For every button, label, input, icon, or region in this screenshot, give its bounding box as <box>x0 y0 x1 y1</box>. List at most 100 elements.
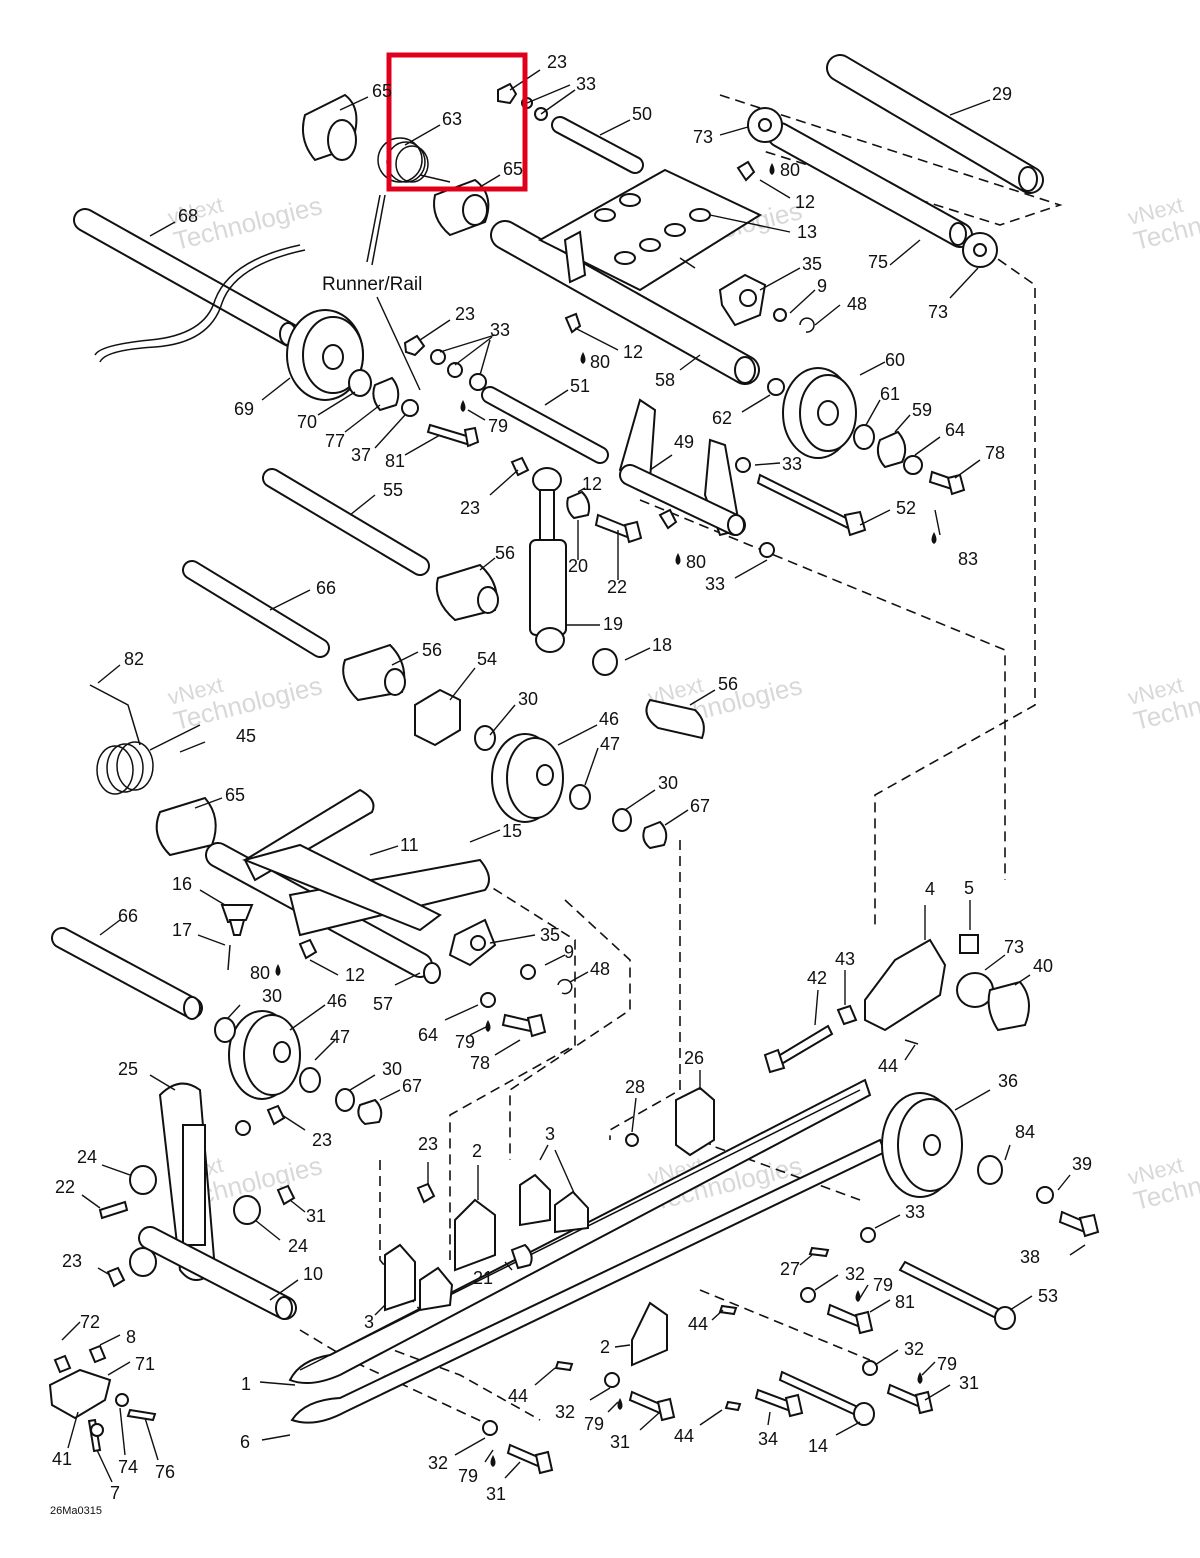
callout-2: 2 <box>600 1337 610 1357</box>
callout-44: 44 <box>878 1056 898 1076</box>
callout-30: 30 <box>262 986 282 1006</box>
callout-80: 80 <box>686 552 706 572</box>
callout-51: 51 <box>570 376 590 396</box>
callout-79: 79 <box>488 416 508 436</box>
callout-75: 75 <box>868 252 888 272</box>
callout-46: 46 <box>327 991 347 1011</box>
callout-28: 28 <box>625 1077 645 1097</box>
callout-35: 35 <box>802 254 822 274</box>
callout-58: 58 <box>655 370 675 390</box>
callout-49: 49 <box>674 432 694 452</box>
callout-73: 73 <box>928 302 948 322</box>
callout-21: 21 <box>473 1268 493 1288</box>
callout-24: 24 <box>77 1147 97 1167</box>
callout-22: 22 <box>55 1177 75 1197</box>
drop-icon <box>275 964 281 976</box>
part-75-tube <box>767 122 973 248</box>
drop-icon <box>460 400 466 412</box>
callout-23: 23 <box>547 52 567 72</box>
callout-81: 81 <box>385 451 405 471</box>
callout-81: 81 <box>895 1292 915 1312</box>
drop-icon <box>769 163 775 175</box>
part-19-shock <box>529 467 567 653</box>
callout-84: 84 <box>1015 1122 1035 1142</box>
callout-80: 80 <box>590 352 610 372</box>
drop-icon <box>617 1398 623 1410</box>
callout-53: 53 <box>1038 1286 1058 1306</box>
part-46-wheel <box>228 1010 301 1100</box>
callout-23: 23 <box>455 304 475 324</box>
callout-60: 60 <box>885 350 905 370</box>
callout-31: 31 <box>610 1432 630 1452</box>
callout-68: 68 <box>178 206 198 226</box>
callout-10: 10 <box>303 1264 323 1284</box>
part-58-arm <box>490 168 763 385</box>
callout-19: 19 <box>603 614 623 634</box>
callout-30: 30 <box>518 689 538 709</box>
callout-65: 65 <box>372 81 392 101</box>
callout-33: 33 <box>705 574 725 594</box>
callout-16: 16 <box>172 874 192 894</box>
part-25-frame <box>158 1082 217 1281</box>
callout-48: 48 <box>847 294 867 314</box>
callout-46: 46 <box>599 709 619 729</box>
callout-79: 79 <box>458 1466 478 1486</box>
callout-32: 32 <box>845 1264 865 1284</box>
callout-35: 35 <box>540 925 560 945</box>
callout-72: 72 <box>80 1312 100 1332</box>
leader-lines <box>61 69 1086 1483</box>
callout-38: 38 <box>1020 1247 1040 1267</box>
callout-13: 13 <box>797 222 817 242</box>
callout-59: 59 <box>912 400 932 420</box>
part-11-swingarm <box>205 788 490 984</box>
callout-3: 3 <box>545 1124 555 1144</box>
callout-82: 82 <box>124 649 144 669</box>
callout-76: 76 <box>155 1462 175 1482</box>
callout-48: 48 <box>590 959 610 979</box>
drop-icon <box>855 1290 861 1302</box>
callout-1: 1 <box>241 1374 251 1394</box>
drop-icon <box>675 553 681 565</box>
callout-78: 78 <box>470 1053 490 1073</box>
parts <box>48 54 1100 1475</box>
callout-83: 83 <box>958 549 978 569</box>
callout-79: 79 <box>873 1275 893 1295</box>
callout-12: 12 <box>623 342 643 362</box>
drop-icon <box>490 1455 496 1467</box>
callout-23: 23 <box>312 1130 332 1150</box>
part-46-wheel <box>491 733 564 823</box>
callout-44: 44 <box>688 1314 708 1334</box>
callout-31: 31 <box>486 1484 506 1504</box>
part-1-rail <box>288 1078 872 1385</box>
callout-47: 47 <box>600 734 620 754</box>
callout-15: 15 <box>502 821 522 841</box>
callout-63: 63 <box>442 109 462 129</box>
callout-73: 73 <box>1004 937 1024 957</box>
callout-33: 33 <box>905 1202 925 1222</box>
callout-8: 8 <box>126 1327 136 1347</box>
callout-52: 52 <box>896 498 916 518</box>
part-49-arm <box>618 398 746 537</box>
callout-54: 54 <box>477 649 497 669</box>
callout-33: 33 <box>576 74 596 94</box>
callout-17: 17 <box>172 920 192 940</box>
callout-50: 50 <box>632 104 652 124</box>
callout-65: 65 <box>503 159 523 179</box>
callout-56: 56 <box>718 674 738 694</box>
callout-73: 73 <box>693 127 713 147</box>
callout-74: 74 <box>118 1457 138 1477</box>
callout-33: 33 <box>490 320 510 340</box>
callout-56: 56 <box>495 543 515 563</box>
callout-79: 79 <box>937 1354 957 1374</box>
callout-43: 43 <box>835 949 855 969</box>
part-36-wheel <box>881 1092 963 1198</box>
callout-12: 12 <box>795 192 815 212</box>
figure-code: 26Ma0315 <box>50 1505 102 1517</box>
callout-22: 22 <box>607 577 627 597</box>
drop-icon <box>931 532 937 544</box>
drop-icon <box>917 1372 923 1384</box>
part-60-wheel <box>782 367 857 459</box>
callout-56: 56 <box>422 640 442 660</box>
callout-80: 80 <box>780 160 800 180</box>
callout-32: 32 <box>904 1339 924 1359</box>
